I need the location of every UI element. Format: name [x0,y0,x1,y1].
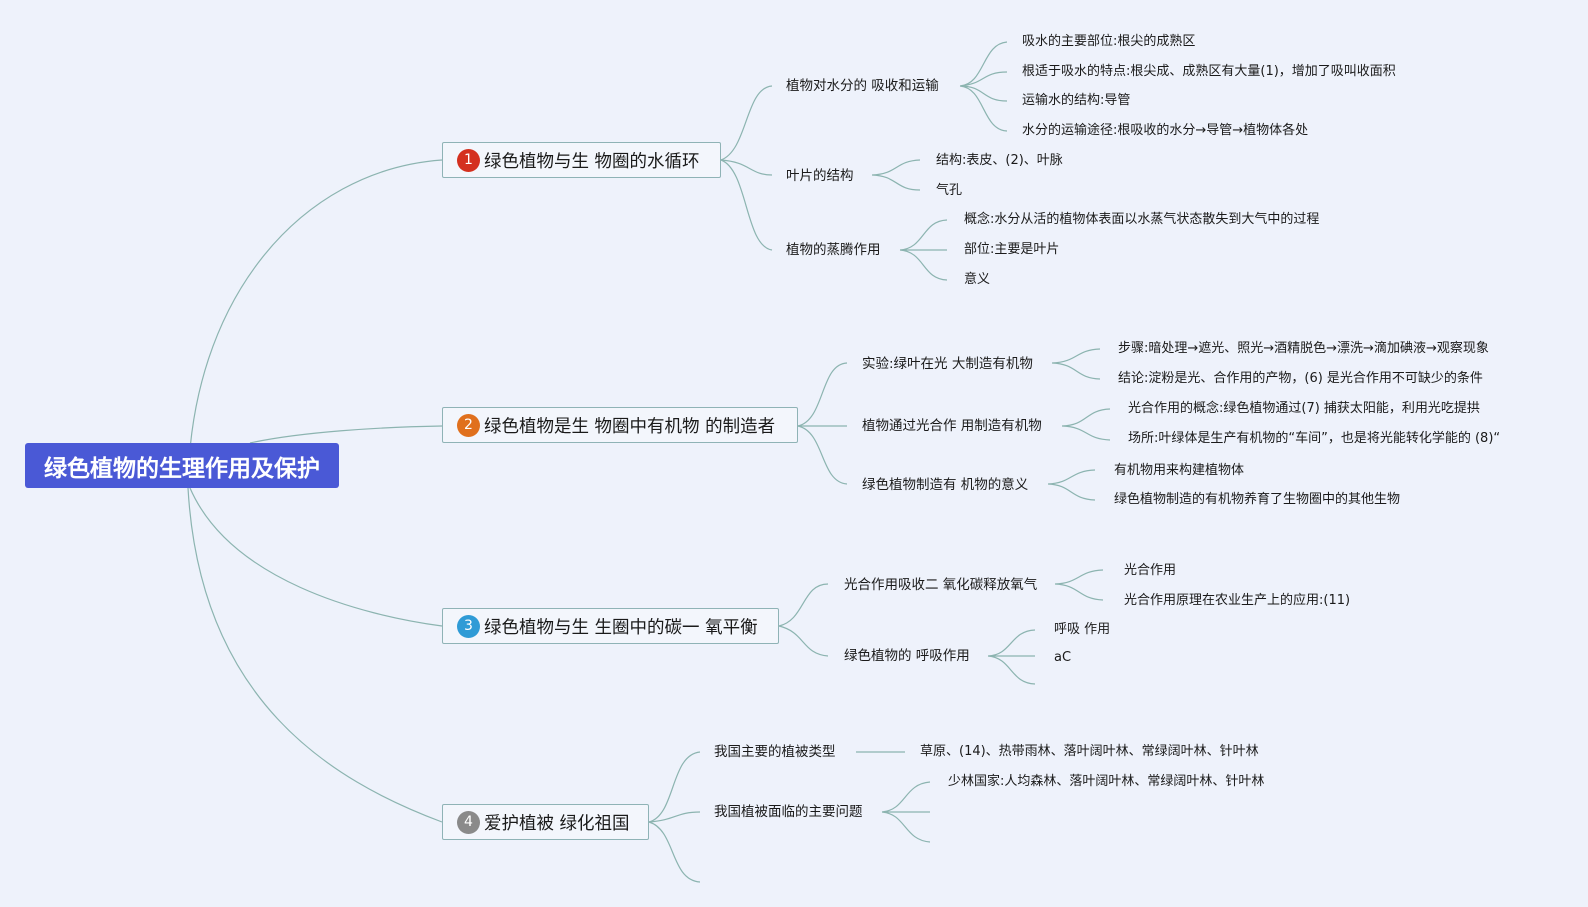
branch-title: 绿色植物与生 生圈中的碳一 氧平衡 [484,617,758,638]
topic-significance[interactable]: 绿色植物制造有 机物的意义 [862,477,1029,493]
leaf-node[interactable]: 光合作用原理在农业生产上的应用:(11) [1124,593,1351,608]
leaf-node[interactable]: 场所:叶绿体是生产有机物的“车间”，也是将光能转化学能的 (8)“ [1128,431,1501,446]
leaf-node[interactable]: 呼吸 作用 [1054,622,1111,637]
leaf-node[interactable]: 吸水的主要部位:根尖的成熟区 [1022,34,1196,49]
topic-photosynthesis-co2[interactable]: 光合作用吸收二 氧化碳释放氧气 [844,577,1038,593]
root-node-title[interactable]: 绿色植物的生理作用及保护 [25,443,339,488]
connector-root-branch-4 [187,487,443,823]
connector-t31-leaves [1054,569,1104,601]
connector-b2-t3 [797,425,848,485]
branch-node-2[interactable]: 2 绿色植物是生 物圈中有机物 的制造者 [442,407,798,443]
number-badge-icon: 2 [457,413,480,437]
branch-node-4[interactable]: 4 爱护植被 绿化祖国 [442,804,649,840]
branch-title: 绿色植物与生 物圈的水循环 [484,151,700,172]
leaf-node[interactable]: 气孔 [936,183,963,198]
connector-t13-leaves [899,219,948,281]
connector-root-branch-2 [249,425,443,444]
topic-photosynthesis[interactable]: 植物通过光合作 用制造有机物 [862,418,1042,434]
topic-experiment[interactable]: 实验:绿叶在光 大制造有机物 [862,356,1033,372]
connector-t22-leaves [1061,408,1111,441]
branch-node-1[interactable]: 1 绿色植物与生 物圈的水循环 [442,142,721,178]
leaf-node[interactable]: 绿色植物制造的有机物养育了生物圈中的其他生物 [1114,492,1401,507]
topic-respiration[interactable]: 绿色植物的 呼吸作用 [844,648,970,664]
leaf-node[interactable]: aC [1054,650,1072,665]
topic-vegetation-types[interactable]: 我国主要的植被类型 [714,744,836,760]
topic-leaf-structure[interactable]: 叶片的结构 [786,168,854,184]
connector-t12-leaves [871,159,921,191]
leaf-node[interactable]: 意义 [964,272,991,287]
connector-t42-leaves [881,781,931,843]
leaf-node[interactable]: 结构:表皮、(2)、叶脉 [936,153,1063,168]
connector-root-branch-3 [189,487,443,627]
leaf-node[interactable]: 有机物用来构建植物体 [1114,463,1245,478]
connector-b1-t1 [720,85,773,161]
leaf-node[interactable]: 光合作用 [1124,563,1177,578]
branch-title: 爱护植被 绿化祖国 [484,813,630,834]
connector-t11-leaves [959,41,1008,132]
branch-title: 绿色植物是生 物圈中有机物 的制造者 [484,416,776,437]
connector-t21-leaves [1051,348,1101,380]
connector-t32-leaves [987,629,1036,685]
connector-root-branch-1 [187,159,443,489]
leaf-node[interactable]: 水分的运输途径:根吸收的水分→导管→植物体各处 [1022,123,1309,138]
branch-node-3[interactable]: 3 绿色植物与生 生圈中的碳一 氧平衡 [442,608,779,644]
connector-b3-t2 [778,625,829,657]
topic-transpiration[interactable]: 植物的蒸腾作用 [786,242,881,258]
connector-b4-t3 [648,821,701,883]
connector-b4-t2 [648,811,701,823]
leaf-node[interactable]: 光合作用的概念:绿色植物通过(7) 捕获太阳能，利用光吃提拱 [1128,401,1480,416]
number-badge-icon: 1 [457,148,480,172]
leaf-node[interactable]: 根适于吸水的特点:根尖成、成熟区有大量(1)，增加了吸叫收面积 [1022,64,1396,79]
leaf-node[interactable]: 步骤:暗处理→遮光、照光→酒精脱色→漂洗→滴加碘液→观察现象 [1118,341,1489,356]
leaf-node[interactable]: 运输水的结构:导管 [1022,93,1131,108]
connector-b4-t1 [648,751,701,823]
leaf-node[interactable]: 草原、(14)、热带雨林、落叶阔叶林、常绿阔叶林、针叶林 [920,744,1259,759]
topic-vegetation-problems[interactable]: 我国植被面临的主要问题 [714,804,863,820]
connector-b1-t3 [720,159,773,251]
leaf-node[interactable]: 结论:淀粉是光、合作用的产物，(6) 是光合作用不可缺少的条件 [1118,371,1483,386]
connector-b3-t1 [778,583,829,627]
leaf-node[interactable]: 部位:主要是叶片 [964,242,1060,257]
leaf-node[interactable]: 概念:水分从活的植物体表面以水蒸气状态散失到大气中的过程 [964,212,1320,227]
topic-water-absorption[interactable]: 植物对水分的 吸收和运输 [786,78,939,94]
connector-b2-t1 [797,362,848,427]
connector-b1-t2 [720,159,773,176]
number-badge-icon: 4 [457,810,480,834]
leaf-node[interactable]: 少林国家:人均森林、落叶阔叶林、常绿阔叶林、针叶林 [948,774,1265,789]
connector-t23-leaves [1047,469,1096,501]
number-badge-icon: 3 [457,614,480,638]
